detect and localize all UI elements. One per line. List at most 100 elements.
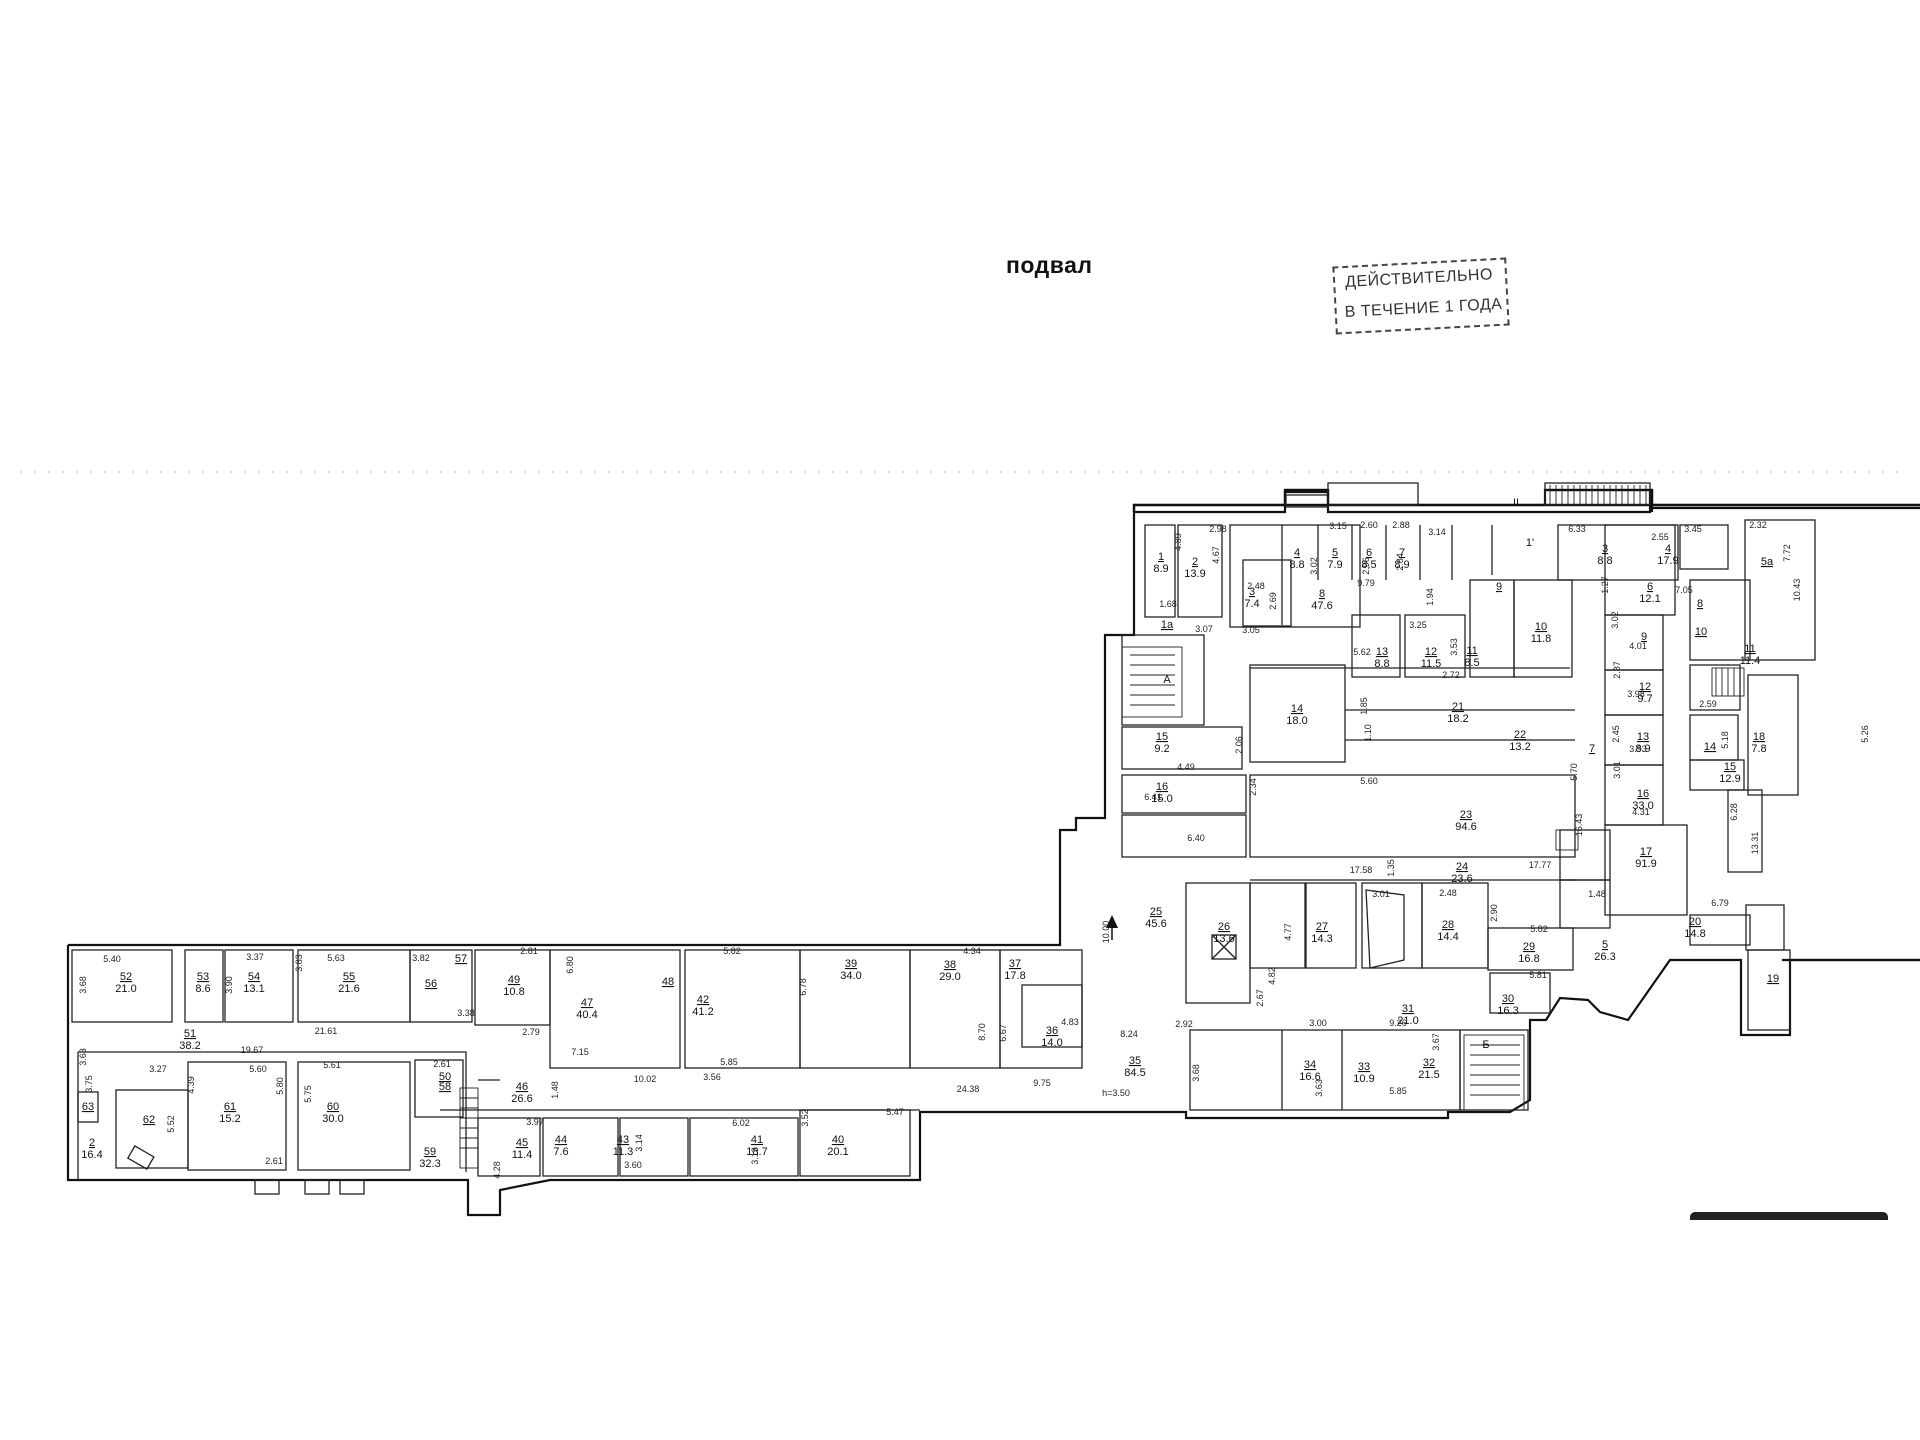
- dimension-label: 6.79: [1711, 898, 1729, 908]
- room-area: 20.1: [827, 1146, 848, 1158]
- room-area: 8.6: [195, 983, 210, 995]
- dimension-label: 3.01: [1372, 889, 1390, 899]
- room-area: 38.2: [179, 1040, 200, 1052]
- dimension-label: 5.26: [1860, 725, 1870, 743]
- room-number: 55: [343, 971, 355, 983]
- dimension-label: 5.70: [1569, 763, 1579, 781]
- dimension-label: 3.60: [624, 1160, 642, 1170]
- dimension-label: 8.70: [977, 1023, 987, 1041]
- room-number: 17: [1640, 846, 1652, 858]
- room-number: 16: [1156, 781, 1168, 793]
- room-area: 11.4: [1740, 655, 1761, 667]
- ceiling-height: h=3.50: [1102, 1088, 1130, 1098]
- room-number: 1а: [1161, 619, 1174, 631]
- dimension-label: 3.02: [1610, 611, 1620, 629]
- room-number: 26: [1218, 921, 1230, 933]
- dimension-label: 1.48: [1588, 889, 1606, 899]
- room-area: 13.9: [1184, 568, 1205, 580]
- room-number: 6: [1366, 547, 1372, 559]
- room-number: 15: [1156, 731, 1168, 743]
- dimension-label: 4.67: [1211, 546, 1221, 564]
- dimension-label: 2.79: [522, 1027, 540, 1037]
- room-number: 45: [516, 1137, 528, 1149]
- room-area: 16.8: [1518, 953, 1539, 965]
- room-number: 2: [1192, 556, 1198, 568]
- room-area: 11.3: [613, 1146, 634, 1158]
- room-area: 13.1: [243, 983, 264, 995]
- west-interior-walls: [71, 949, 1083, 1180]
- room-number: 20: [1689, 916, 1701, 928]
- room-area: 8.8: [1597, 555, 1612, 567]
- room-number: 35: [1129, 1055, 1141, 1067]
- room-area: 17.9: [1657, 555, 1678, 567]
- dimension-label: 10.02: [634, 1074, 657, 1084]
- room-number: 54: [248, 971, 260, 983]
- dimension-label: 5.52: [166, 1115, 176, 1133]
- room-number: 38: [944, 959, 956, 971]
- room-number: 41: [751, 1134, 763, 1146]
- room-area: 14.3: [1311, 933, 1332, 945]
- room-area: 26.6: [511, 1093, 532, 1105]
- dimension-label: 4.01: [1629, 641, 1647, 651]
- dimension-label: 2.61: [433, 1059, 451, 1069]
- dimension-label: 3.68: [1191, 1064, 1201, 1082]
- room-number: 36: [1046, 1025, 1058, 1037]
- dimension-label: 3.56: [703, 1072, 721, 1082]
- room-number: 29: [1523, 941, 1535, 953]
- room-number: 56: [425, 978, 437, 990]
- entrance-structures: [1285, 482, 1651, 508]
- dimension-label: 3.63: [78, 1048, 88, 1066]
- dimension-label: 3.52: [800, 1109, 810, 1127]
- dimension-label: 7.72: [1782, 544, 1792, 562]
- dimension-label: 2.69: [1268, 592, 1278, 610]
- room-area: 14.8: [1684, 928, 1705, 940]
- room-area: 8.8: [1289, 559, 1304, 571]
- room-area: 14.0: [1041, 1037, 1062, 1049]
- room-number: 27: [1316, 921, 1328, 933]
- dimension-label: 3.53: [1449, 638, 1459, 656]
- dimension-label: 3.14: [1428, 527, 1446, 537]
- room-area: 26.3: [1594, 951, 1615, 963]
- dimension-label: 3.38: [457, 1008, 475, 1018]
- dimension-label: 3.83: [294, 954, 304, 972]
- room-number: 25: [1150, 906, 1162, 918]
- dimension-label: 3.63: [1314, 1079, 1324, 1097]
- room-number: 34: [1304, 1059, 1316, 1071]
- dimension-label: 3.14: [634, 1134, 644, 1152]
- room-number: 14: [1291, 703, 1303, 715]
- dimension-label: 5.81: [1529, 970, 1547, 980]
- room-number: 33: [1358, 1061, 1370, 1073]
- dimension-label: 10.43: [1792, 579, 1802, 602]
- dimension-label: 3.27: [149, 1064, 167, 1074]
- room-number: 7: [1589, 743, 1595, 755]
- dimension-label: 1.85: [1359, 697, 1369, 715]
- dimension-label: 6.67: [998, 1024, 1008, 1042]
- room-number: 13: [1376, 646, 1388, 658]
- window-wells: [126, 1145, 365, 1195]
- room-number: 40: [832, 1134, 844, 1146]
- dimension-label: 2.90: [1489, 904, 1499, 922]
- dimension-label: 4.34: [963, 946, 981, 956]
- dimension-label: 6.02: [732, 1118, 750, 1128]
- plan-title: подвал: [1006, 252, 1093, 278]
- room-area: 7.9: [1327, 559, 1342, 571]
- room-number: 42: [697, 994, 709, 1006]
- room-number: 19: [1767, 973, 1779, 985]
- room-number: 22: [1514, 729, 1526, 741]
- stair-marker-a: А: [1163, 674, 1171, 686]
- room-number: 30: [1502, 993, 1514, 1005]
- dimension-label: 3.97: [526, 1117, 544, 1127]
- dimension-label: 5.40: [103, 954, 121, 964]
- room-area: 7.6: [553, 1146, 568, 1158]
- room-number: 53: [197, 971, 209, 983]
- room-area: 33.0: [1632, 800, 1653, 812]
- room-number: 18: [1753, 731, 1765, 743]
- dimension-label: 16.43: [1574, 814, 1584, 837]
- dimension-label: 4.31: [1632, 807, 1650, 817]
- room-area: 23.6: [1451, 873, 1472, 885]
- room-area: 18.0: [1286, 715, 1307, 727]
- room-number: 4: [1665, 543, 1671, 555]
- dimension-label: 24.38: [957, 1084, 980, 1094]
- dimension-label: 3.01: [1612, 761, 1622, 779]
- room-area: 12.1: [1639, 593, 1660, 605]
